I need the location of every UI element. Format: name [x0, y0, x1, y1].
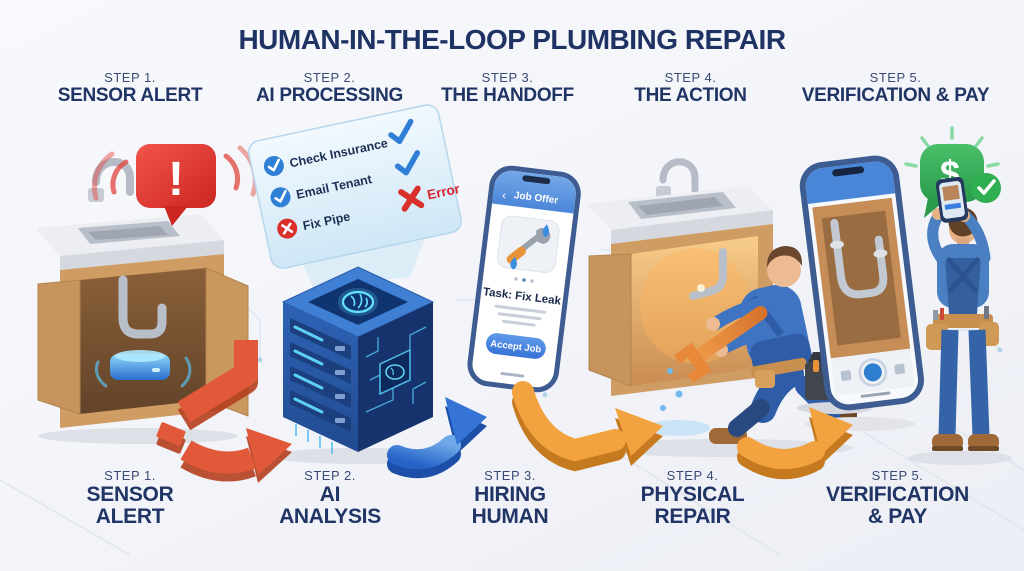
alert-bubble-icon: !	[91, 144, 258, 226]
shutter-button	[863, 363, 882, 382]
check-icon	[263, 155, 284, 176]
step4-bottom-line1: PHYSICAL	[640, 483, 745, 506]
step3-top-label: STEP 3. THE HANDOFF	[405, 70, 610, 107]
plumber-head	[767, 253, 801, 287]
step3-top-kicker: STEP 3.	[481, 70, 534, 85]
step2-bottom-line1: AI	[319, 483, 341, 506]
leaking-pipe	[689, 248, 727, 300]
step3-bottom-kicker: STEP 3.	[484, 468, 536, 483]
step4-bottom-line2: REPAIR	[654, 505, 731, 529]
step1-bottom-label: STEP 1. SENSOR ALERT	[30, 468, 230, 528]
accept-job-button: Accept Job	[486, 333, 546, 359]
error-label: Error	[426, 181, 462, 203]
alert-exclamation: !	[168, 153, 184, 206]
step1-top-label: STEP 1. SENSOR ALERT	[30, 70, 230, 107]
ai-checklist-card: Check Insurance Email Tenant Fix Pipe Er…	[248, 104, 462, 269]
big-cross-icon	[398, 185, 425, 212]
phone-notch	[832, 166, 865, 177]
wrench-drops-card-icon	[497, 215, 560, 273]
arrow-step2-to-step3	[387, 397, 487, 479]
step4-top-label: STEP 4. THE ACTION	[588, 70, 793, 107]
step5-bottom-line1: VERIFICATION	[825, 483, 969, 506]
circuit-brain-chip-icon	[365, 326, 427, 413]
cabinet-interior	[80, 268, 206, 414]
verification-pay-illustration: $	[799, 126, 1012, 465]
step2-top-kicker: STEP 2.	[303, 70, 356, 85]
server-slats	[290, 318, 351, 432]
home-indicator	[500, 372, 525, 378]
brain-hologram-icon	[338, 288, 378, 316]
plumber-standing	[926, 176, 999, 451]
leak-sensor-icon	[94, 350, 192, 388]
step1-bottom-line1: SENSOR	[86, 483, 174, 506]
tool-belt	[933, 314, 993, 328]
plumber-leg	[968, 329, 990, 437]
handoff-phone-illustration: ‹ Job Offer Task: Fix Leak Accep	[467, 165, 581, 393]
arrow-step3-to-step4	[512, 381, 663, 472]
handheld-phone-icon	[935, 176, 969, 223]
pipe-wrench-icon	[674, 306, 768, 384]
step5-bottom-line2: & PAY	[867, 505, 928, 529]
step2-top-label: STEP 2. AI PROCESSING	[227, 70, 432, 107]
cabinet-door-left	[588, 253, 632, 387]
phone-header	[805, 161, 896, 205]
step1-bottom-line2: ALERT	[95, 505, 165, 529]
step1-top-kicker: STEP 1.	[104, 70, 156, 85]
step3-bottom-label: STEP 3. HIRING HUMAN	[410, 468, 610, 528]
step5-bottom-label: STEP 5. VERIFICATION & PAY	[785, 468, 1010, 528]
ai-server-icon	[281, 266, 435, 454]
ai-processing-illustration: Check Insurance Email Tenant Fix Pipe Er…	[248, 104, 462, 464]
placeholder-text-lines	[494, 304, 547, 327]
step4-top-kicker: STEP 4.	[664, 70, 717, 85]
step5-top-label: STEP 5. VERIFICATION & PAY	[778, 70, 1013, 107]
step5-bottom-kicker: STEP 5.	[871, 468, 924, 483]
step2-bottom-line2: ANALYSIS	[279, 505, 381, 529]
step2-bottom-label: STEP 2. AI ANALYSIS	[230, 468, 430, 528]
arrow-step4-to-step5	[737, 407, 853, 480]
cabinet-door-left	[37, 279, 81, 415]
arrow-step1-to-step2	[156, 340, 292, 483]
step4-top-title: THE ACTION	[634, 85, 747, 106]
step4-bottom-kicker: STEP 4.	[666, 468, 719, 483]
step3-bottom-line2: HUMAN	[471, 505, 549, 529]
plumber-leg	[938, 329, 959, 437]
big-check-icon	[394, 150, 421, 176]
step4-bottom-label: STEP 4. PHYSICAL REPAIR	[590, 468, 795, 528]
water-puddle	[646, 420, 710, 436]
step3-top-title: THE HANDOFF	[441, 85, 574, 106]
cabinet-shadow	[38, 428, 238, 444]
overalls-back	[945, 258, 981, 314]
cross-icon	[277, 218, 298, 239]
physical-repair-illustration	[585, 158, 873, 457]
phone-header	[492, 170, 576, 214]
step2-top-title: AI PROCESSING	[255, 85, 404, 106]
water-drop-icon	[542, 224, 550, 238]
verification-phone	[799, 155, 924, 411]
plumber-hair	[766, 246, 803, 268]
page-title: HUMAN-IN-THE-LOOP PLUMBING REPAIR	[238, 24, 786, 55]
step3-bottom-line1: HIRING	[474, 483, 546, 506]
photographed-pipe	[830, 218, 888, 299]
step2-bottom-kicker: STEP 2.	[304, 468, 356, 483]
big-check-icon	[388, 118, 414, 145]
step5-top-title: VERIFICATION & PAY	[801, 85, 990, 106]
drain-pipe	[118, 275, 167, 339]
page-dots	[514, 277, 534, 283]
check-icon	[270, 187, 291, 208]
water-drops	[660, 368, 683, 411]
water-drop-icon	[510, 256, 517, 270]
step1-top-title: SENSOR ALERT	[57, 85, 203, 106]
phone-notch	[522, 175, 551, 185]
faucet-icon	[88, 158, 134, 202]
step5-top-kicker: STEP 5.	[869, 70, 922, 85]
back-chevron-icon: ‹	[501, 188, 507, 202]
step1-bottom-kicker: STEP 1.	[104, 468, 156, 483]
phone-header-title: Job Offer	[513, 190, 559, 206]
